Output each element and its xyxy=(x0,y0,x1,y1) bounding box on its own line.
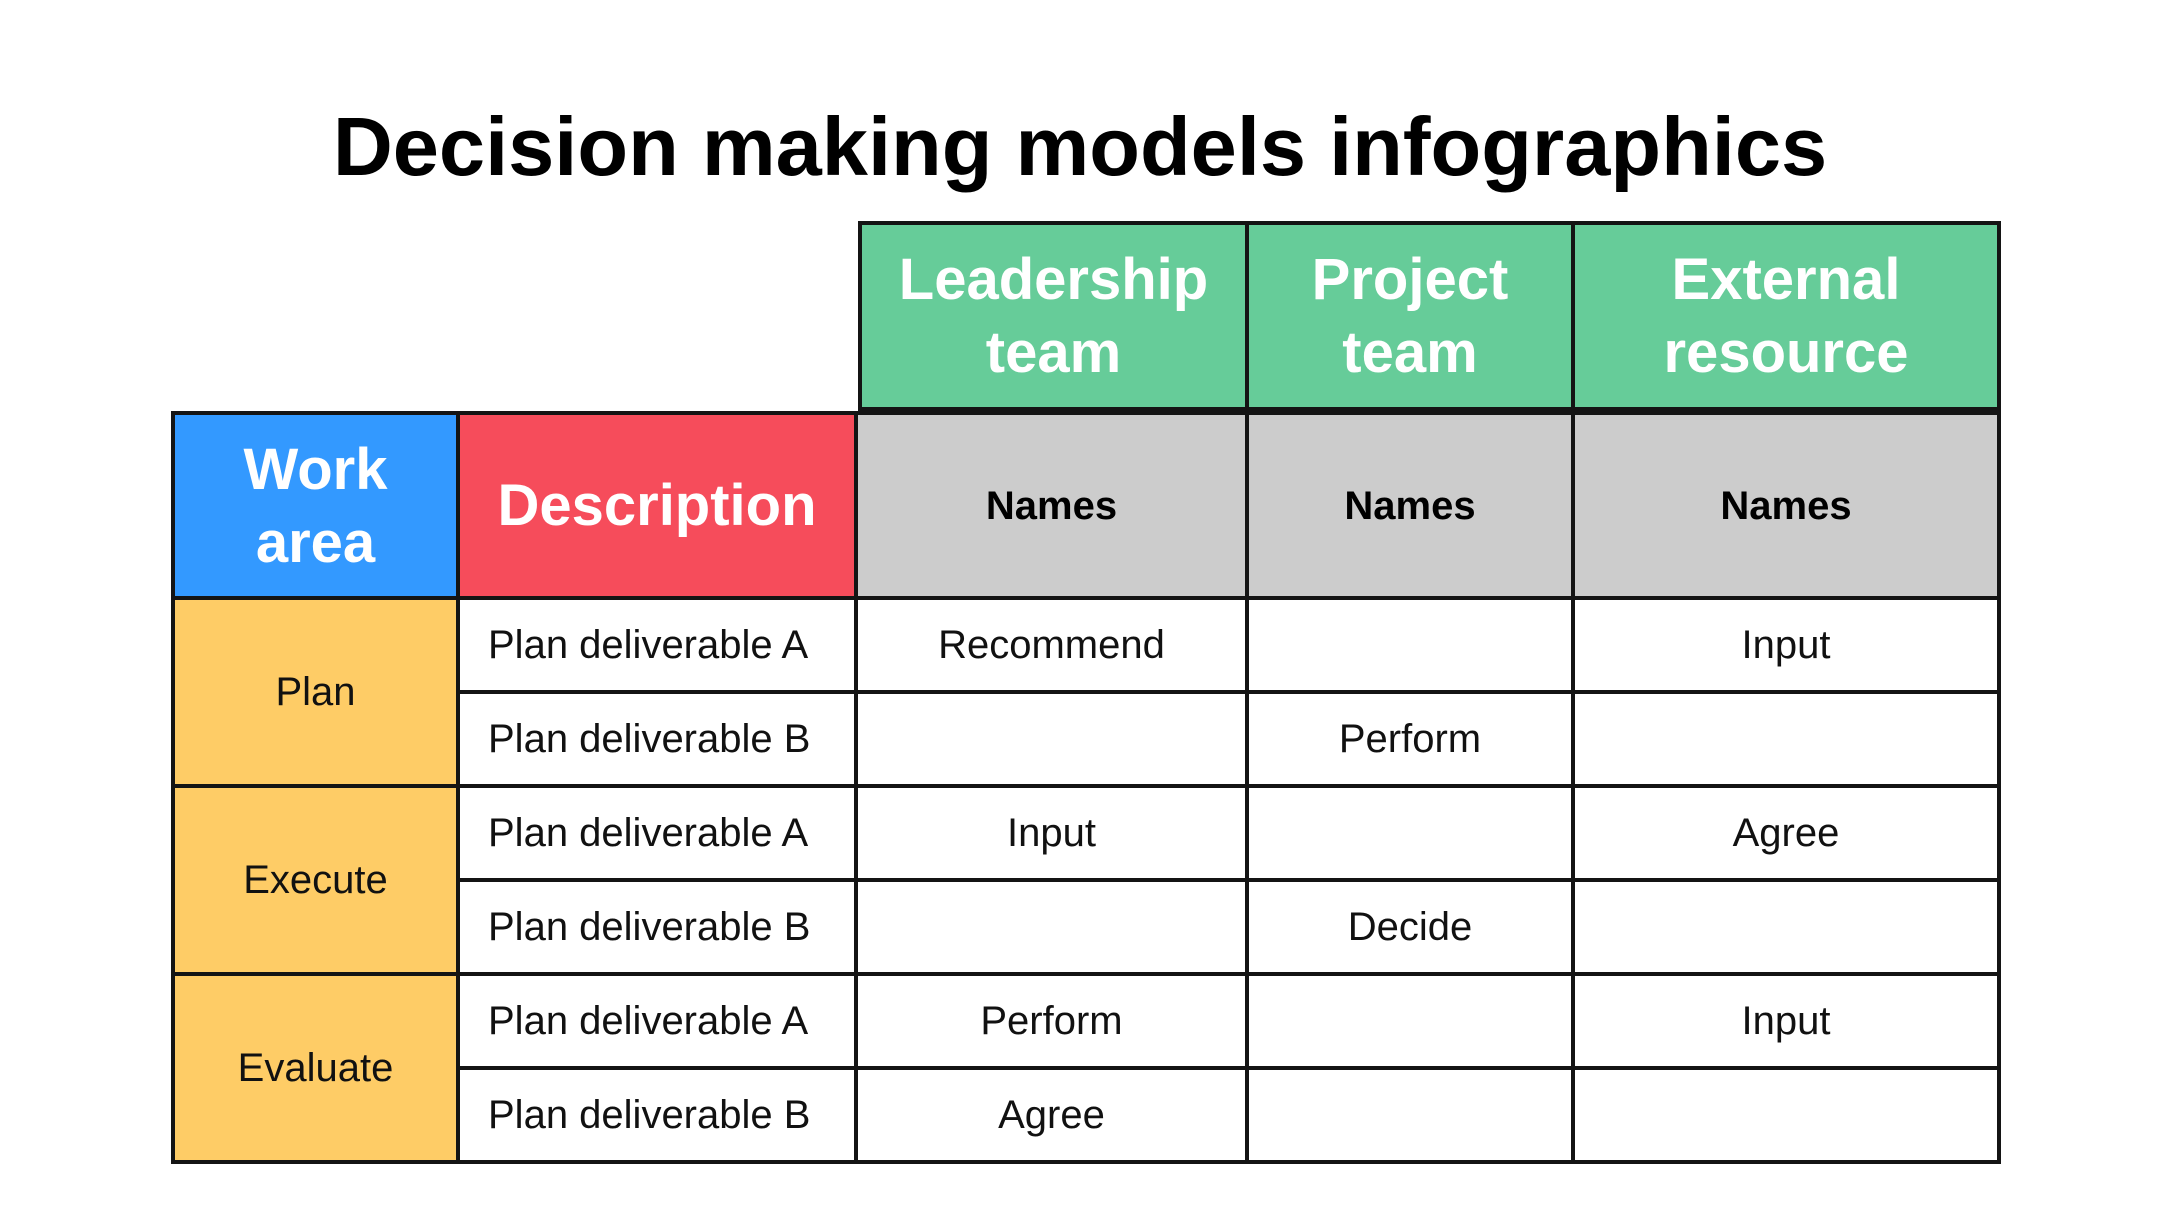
row-description: Plan deliverable B xyxy=(460,694,858,788)
table-cell: Perform xyxy=(858,976,1249,1070)
table-cell xyxy=(1575,1070,2001,1164)
table-cell: Perform xyxy=(1249,694,1575,788)
header-leadership-team: Leadership team xyxy=(858,221,1249,411)
table-cell: Input xyxy=(1575,976,2001,1070)
table-cell xyxy=(1249,788,1575,882)
names-project-team: Names xyxy=(1249,411,1575,600)
table-cell xyxy=(1249,1070,1575,1164)
work-area-evaluate: Evaluate xyxy=(171,976,460,1164)
table-cell xyxy=(858,694,1249,788)
table-cell: Agree xyxy=(1575,788,2001,882)
names-external-resource: Names xyxy=(1575,411,2001,600)
row-description: Plan deliverable A xyxy=(460,976,858,1070)
names-leadership-team: Names xyxy=(858,411,1249,600)
decision-matrix-table: Leadership team Project team External re… xyxy=(171,221,2001,1164)
empty-corner xyxy=(171,221,858,411)
table-cell: Agree xyxy=(858,1070,1249,1164)
row-description: Plan deliverable A xyxy=(460,788,858,882)
table-cell xyxy=(858,882,1249,976)
row-description: Plan deliverable B xyxy=(460,1070,858,1164)
work-area-execute: Execute xyxy=(171,788,460,976)
table-cell xyxy=(1575,694,2001,788)
row-description: Plan deliverable B xyxy=(460,882,858,976)
row-description: Plan deliverable A xyxy=(460,600,858,694)
table-cell xyxy=(1249,600,1575,694)
header-project-team: Project team xyxy=(1249,221,1575,411)
table-cell xyxy=(1575,882,2001,976)
table-cell: Decide xyxy=(1249,882,1575,976)
header-description: Description xyxy=(460,411,858,600)
header-external-resource: External resource xyxy=(1575,221,2001,411)
table-cell: Input xyxy=(1575,600,2001,694)
header-work-area: Work area xyxy=(171,411,460,600)
table-cell: Recommend xyxy=(858,600,1249,694)
table-cell: Input xyxy=(858,788,1249,882)
page-title: Decision making models infographics xyxy=(332,100,1828,193)
table-cell xyxy=(1249,976,1575,1070)
work-area-plan: Plan xyxy=(171,600,460,788)
